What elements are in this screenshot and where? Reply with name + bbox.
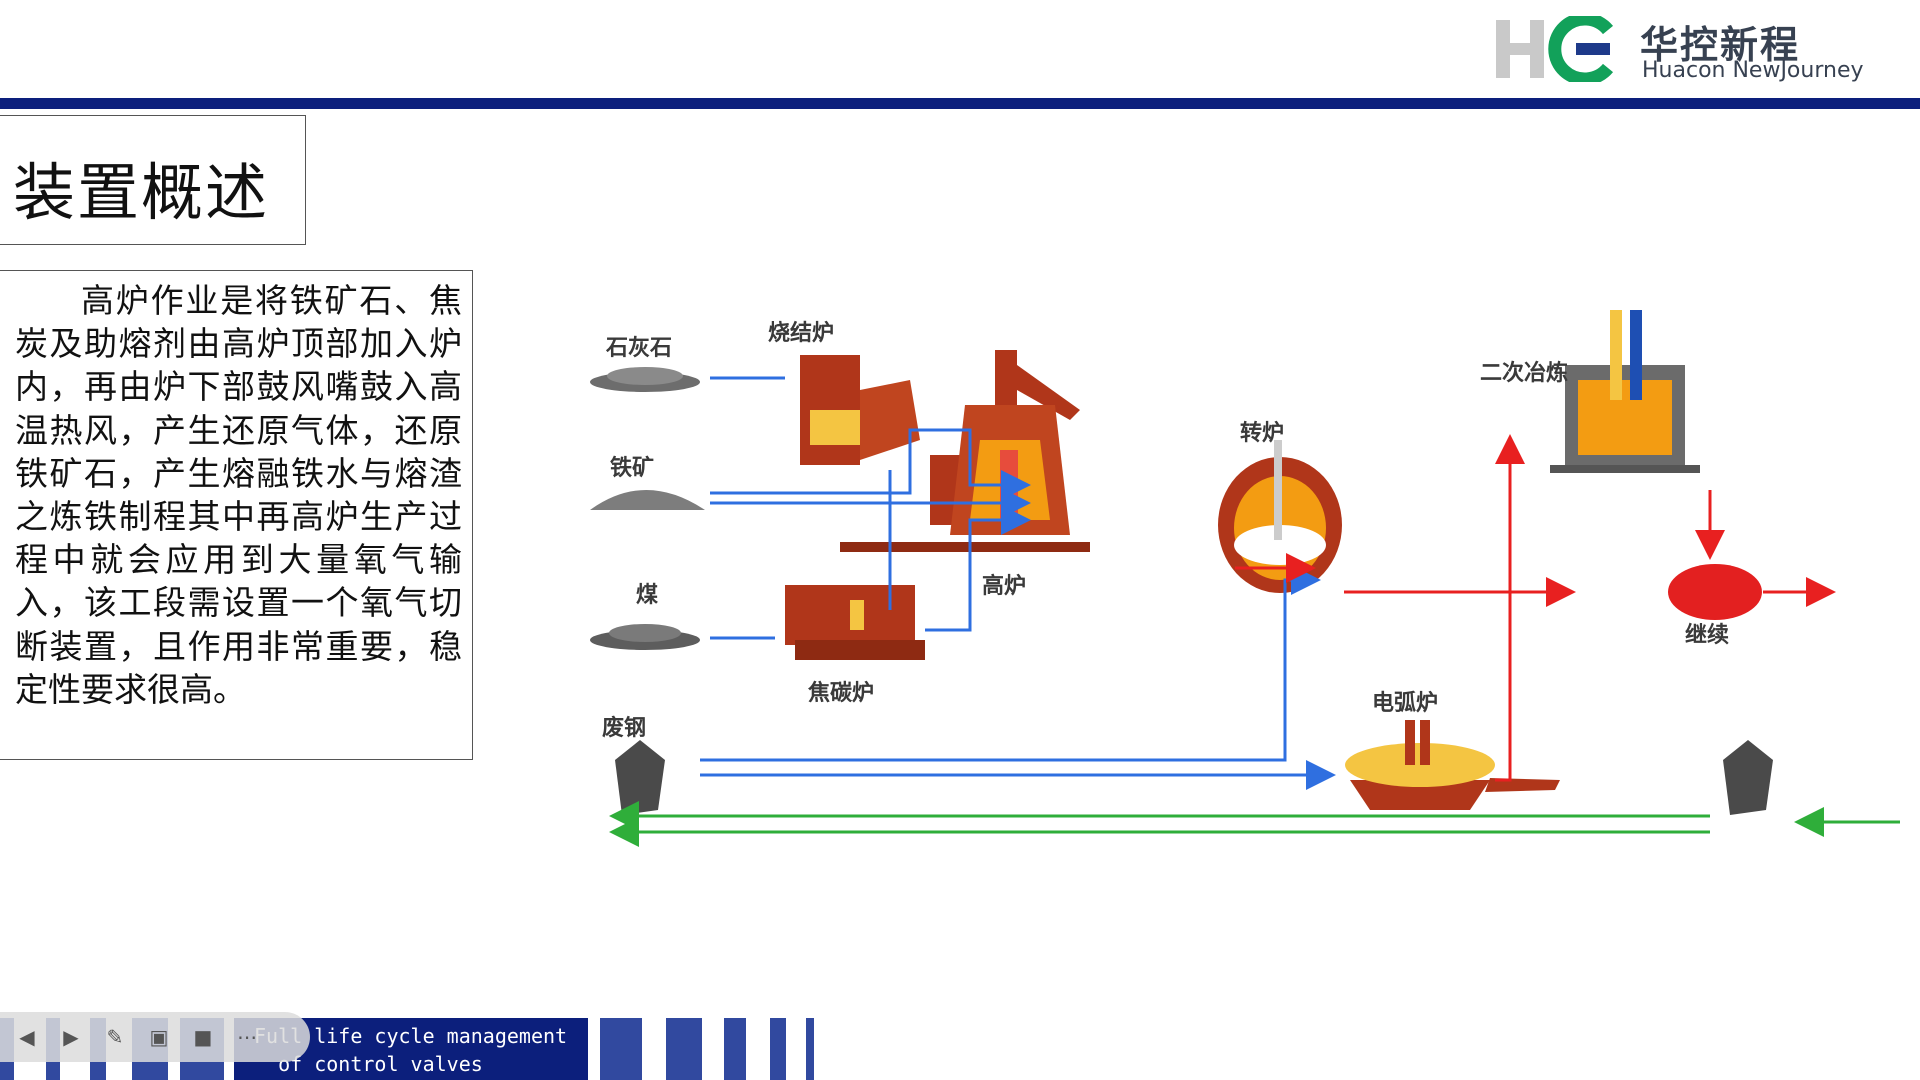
label-scrap: 废钢 (602, 715, 646, 741)
label-limestone: 石灰石 (605, 335, 672, 361)
next-icon[interactable]: ▶ (63, 1025, 79, 1049)
footer-block (770, 1018, 786, 1080)
logo-english-name: Huacon NewJourney (1642, 58, 1864, 83)
pen-icon[interactable]: ✎ (106, 1025, 124, 1049)
description-box: 高炉作业是将铁矿石、焦炭及助熔剂由高炉顶部加入炉内，再由炉下部鼓风嘴鼓入高温热风… (0, 270, 473, 760)
label-secondary: 二次冶炼 (1480, 360, 1568, 386)
company-logo: 华控新程 Huacon NewJourney (1496, 14, 1896, 84)
more-icon[interactable]: ⋯ (237, 1025, 257, 1049)
continuous-casting (1668, 564, 1762, 620)
limestone-pile (590, 367, 700, 392)
presentation-toolbar: ◀ ▶ ✎ ▣ ■ ⋯ (0, 1012, 310, 1062)
sinter-furnace (800, 355, 920, 465)
scrap-right (1723, 740, 1773, 815)
electric-arc-furnace (1345, 720, 1560, 810)
iron-ore-pile (590, 490, 705, 510)
red-flows (1235, 434, 1836, 782)
description-text: 高炉作业是将铁矿石、焦炭及助熔剂由高炉顶部加入炉内，再由炉下部鼓风嘴鼓入高温热风… (15, 281, 462, 709)
green-flows (609, 801, 1900, 847)
label-converter: 转炉 (1240, 420, 1284, 446)
footer-block (666, 1018, 702, 1080)
footer-block (600, 1018, 642, 1080)
footer-block (724, 1018, 746, 1080)
screenshot-icon[interactable]: ▣ (149, 1025, 169, 1049)
prev-icon[interactable]: ◀ (19, 1025, 35, 1049)
label-continuous: 继续 (1685, 622, 1729, 648)
label-iron-ore: 铁矿 (610, 455, 654, 481)
title-box: 装置概述 (0, 115, 306, 245)
label-blast-furnace: 高炉 (982, 573, 1026, 599)
scrap-left (615, 740, 665, 815)
label-sinter: 烧结炉 (768, 320, 834, 346)
footer-block (806, 1018, 814, 1080)
coke-oven (785, 585, 925, 660)
converter (1218, 440, 1342, 593)
label-coal: 煤 (636, 582, 658, 608)
label-coke-oven: 焦碳炉 (807, 680, 874, 706)
label-eaf: 电弧炉 (1372, 690, 1438, 716)
hc-logo-icon (1496, 16, 1614, 82)
secondary-refining (1550, 310, 1700, 473)
camera-icon[interactable]: ■ (193, 1025, 213, 1049)
page-title: 装置概述 (13, 156, 270, 229)
coal-pile (590, 624, 700, 650)
logo-chinese-name: 华控新程 (1640, 23, 1801, 67)
header-bar (0, 98, 1920, 109)
steelmaking-process-diagram: 石灰石 铁矿 煤 烧结炉 焦碳炉 高炉 转炉 (590, 310, 1900, 847)
